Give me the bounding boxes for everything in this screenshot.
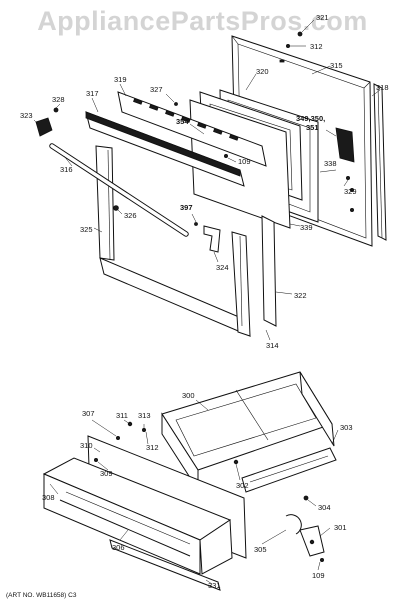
label-328: 328 — [52, 95, 65, 104]
watermark-text: AppliancePartsPros.com — [37, 6, 368, 36]
label-351: 351 — [306, 123, 319, 132]
screw-327 — [174, 102, 178, 106]
label-311: 311 — [116, 411, 128, 420]
label-109-upper: 109 — [238, 157, 251, 166]
label-301: 301 — [334, 523, 347, 532]
label-327: 327 — [150, 85, 163, 94]
label-329: 329 — [344, 187, 357, 196]
door-top-trim — [85, 111, 245, 187]
art-number: (ART NO. WB11658) C3 — [6, 592, 77, 599]
label-339: 339 — [300, 223, 313, 232]
door-side-trim — [373, 83, 387, 241]
window-bracket — [335, 127, 355, 163]
vent-panel — [117, 91, 267, 167]
screw-109-lower — [319, 558, 324, 563]
door-hinge — [203, 225, 221, 253]
label-312-upper: 312 — [310, 42, 323, 51]
label-338: 338 — [324, 159, 337, 168]
label-318: 318 — [376, 83, 389, 92]
screw-328 — [53, 107, 59, 113]
label-349-350: 349,350, — [296, 114, 325, 123]
label-306: 306 — [112, 543, 125, 552]
label-304: 304 — [318, 503, 331, 512]
label-310: 310 — [80, 441, 93, 450]
label-313: 313 — [138, 411, 151, 420]
label-300: 300 — [182, 391, 195, 400]
label-109-lower: 109 — [312, 571, 325, 580]
label-323: 323 — [20, 111, 33, 120]
handle-bracket — [35, 117, 53, 137]
drawer-bracket — [299, 525, 325, 557]
screw-312-upper — [285, 44, 290, 49]
screw-304 — [303, 495, 309, 501]
label-317: 317 — [86, 89, 99, 98]
drawer-body — [161, 371, 335, 492]
label-303: 303 — [340, 423, 353, 432]
door-side-channel — [261, 215, 277, 327]
label-309: 309 — [100, 469, 113, 478]
drawer-bottom-strip — [109, 539, 221, 591]
label-324: 324 — [216, 263, 229, 272]
label-322: 322 — [294, 291, 307, 300]
bracket-326 — [113, 205, 119, 211]
screw-309 — [94, 457, 99, 462]
leader-lines — [33, 19, 381, 585]
screw-397 — [194, 222, 198, 226]
label-315: 315 — [330, 61, 343, 70]
label-302: 302 — [236, 481, 249, 490]
label-326: 326 — [124, 211, 137, 220]
label-325: 325 — [80, 225, 93, 234]
screw-307 — [116, 435, 121, 440]
label-305: 305 — [254, 545, 267, 554]
screw-329 — [345, 175, 350, 180]
drawer-clip — [285, 514, 302, 535]
label-308: 308 — [42, 493, 55, 502]
screw-321 — [297, 31, 303, 37]
label-321: 321 — [316, 13, 329, 22]
label-397: 397 — [180, 203, 193, 212]
label-319: 319 — [114, 75, 127, 84]
drawer-front — [42, 457, 233, 575]
label-314: 314 — [266, 341, 279, 350]
drawer-rail — [241, 447, 337, 493]
label-307: 307 — [82, 409, 95, 418]
label-320: 320 — [256, 67, 269, 76]
label-316: 316 — [60, 165, 73, 174]
screw-302 — [233, 459, 239, 465]
callout-labels: 321 312 315 318 328 317 319 327 320 323 … — [20, 13, 389, 590]
label-331: 331 — [208, 581, 221, 590]
label-312-lower: 312 — [146, 443, 159, 452]
door-handle-rod — [49, 143, 189, 237]
screw-109-upper — [223, 153, 228, 158]
label-354: 354 — [176, 117, 189, 126]
